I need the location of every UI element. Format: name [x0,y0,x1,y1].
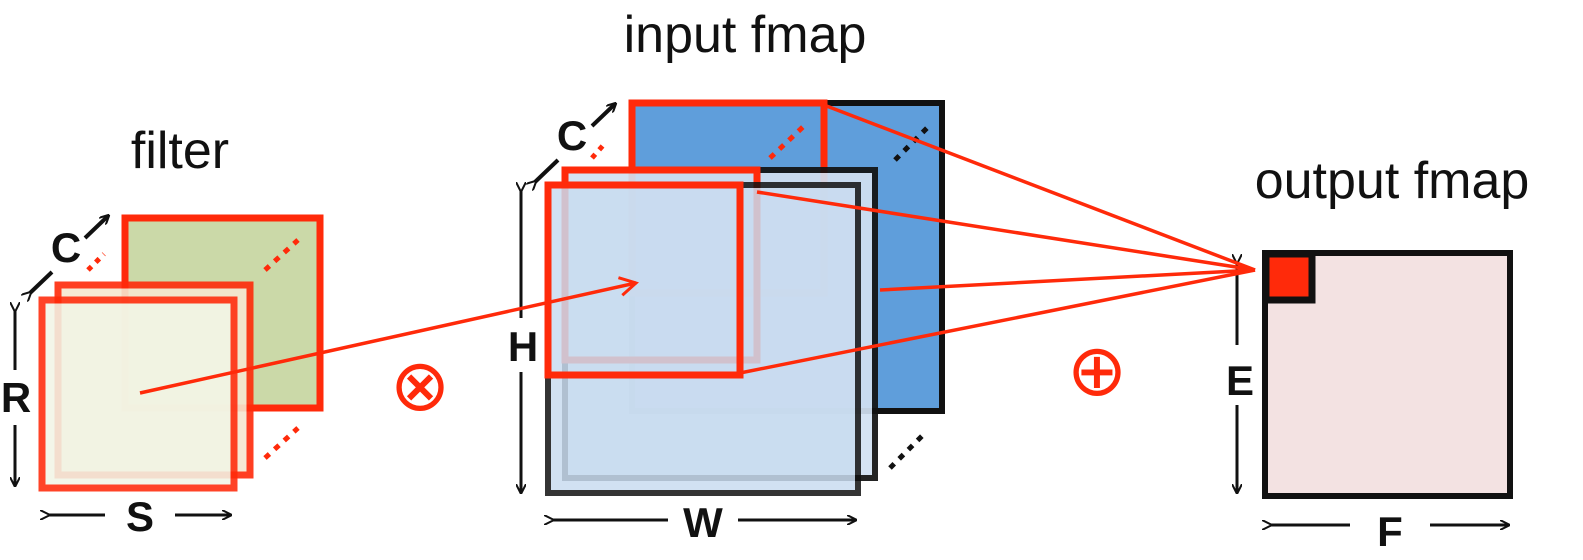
filter-depth-dots-bottom [263,426,300,460]
connect-line-1 [823,103,1256,272]
input-fmap-stack [544,99,945,496]
connect-line-4 [739,268,1256,375]
output-f-label: F [1377,508,1403,555]
filter-c-label: C [51,224,81,271]
accumulate-operator: ⊕ [1067,328,1127,412]
filter-front-channel [38,296,238,492]
input-h-label: H [508,323,538,370]
connect-line-3 [879,268,1256,292]
filter-c-dots [86,252,106,272]
input-c-label: C [557,112,587,159]
connection-lines [139,103,1256,395]
input-c-arrow-upper [590,104,615,128]
output-fmap [1262,250,1513,499]
filter-c-arrow-lower [30,270,54,293]
output-element [1262,250,1316,304]
filter-s-label: S [126,493,154,540]
input-c-dots [590,140,608,160]
filter-title: filter [131,122,229,180]
input-window-depth-dots [768,123,807,160]
filter-stack [38,214,324,492]
input-w-label: W [683,499,723,546]
filter-r-label: R [1,374,31,421]
input-depth-dots-top [893,123,932,162]
input-c-arrow-lower [535,158,560,182]
filter-c-arrow-upper [83,216,108,240]
output-fmap-title: output fmap [1255,152,1530,210]
input-front-window [544,181,744,379]
output-e-label: E [1226,357,1254,404]
input-front-channel [545,182,861,496]
connect-line-2 [756,190,1256,272]
input-depth-dots-bottom [888,431,927,470]
input-fmap-title: input fmap [624,6,867,64]
multiply-operator: ⊗ [390,343,450,427]
filter-to-input-arrow [139,276,639,395]
